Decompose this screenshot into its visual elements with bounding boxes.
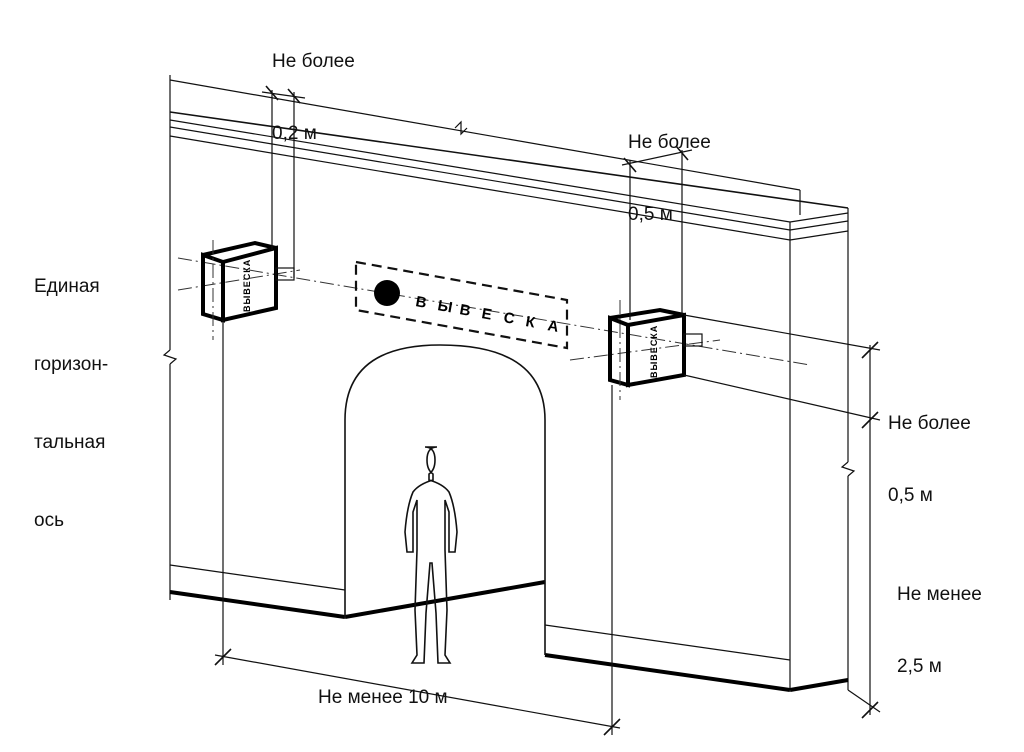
- sign-letter: В: [458, 301, 472, 320]
- label-min-distance: Не менее 10 м: [318, 687, 448, 708]
- sign-letter: К: [524, 313, 537, 331]
- sign-letter: Е: [480, 305, 493, 323]
- label-line: ось: [34, 510, 64, 531]
- central-sign-frame: [354, 260, 569, 350]
- left-sign-text: ВЫВЕСКА: [242, 259, 252, 312]
- left-projecting-sign: [201, 90, 295, 665]
- label-sign-height: Не более 0,5 м: [888, 364, 971, 532]
- label-line: 0,2 м: [272, 123, 317, 144]
- axis-cross-line: [177, 269, 301, 291]
- sign-letter: С: [502, 309, 516, 328]
- label-line: Не более: [272, 51, 355, 72]
- label-line: Не менее: [897, 584, 982, 605]
- label-line: Единая: [34, 276, 100, 297]
- right-sign-text: ВЫВЕСКА: [649, 325, 659, 378]
- label-top-right-offset: Не более 0,5 м: [628, 83, 711, 251]
- label-line: Не более: [628, 132, 711, 153]
- label-line: 2,5 м: [897, 656, 942, 677]
- label-unified-axis: Единая горизон- тальная ось: [34, 222, 108, 560]
- sign-letter: В: [414, 293, 428, 312]
- label-line: горизон-: [34, 354, 109, 375]
- horizontal-axis-line: [177, 257, 811, 366]
- dimension-lines: [214, 85, 881, 736]
- label-top-left-offset: Не более 0,2 м: [272, 2, 355, 170]
- building-wall: [162, 75, 856, 692]
- axis-cross-line: [569, 339, 721, 361]
- sign-logo-circle: [374, 280, 400, 306]
- person-silhouette: [404, 446, 458, 664]
- sign-letter: Ы: [436, 297, 453, 316]
- label-min-height: Не менее 2,5 м: [897, 535, 982, 703]
- label-line: 0,5 м: [888, 485, 933, 506]
- sign-letter: А: [546, 317, 560, 336]
- label-line: Не более: [888, 413, 971, 434]
- label-line: 0,5 м: [628, 204, 673, 225]
- label-line: тальная: [34, 432, 106, 453]
